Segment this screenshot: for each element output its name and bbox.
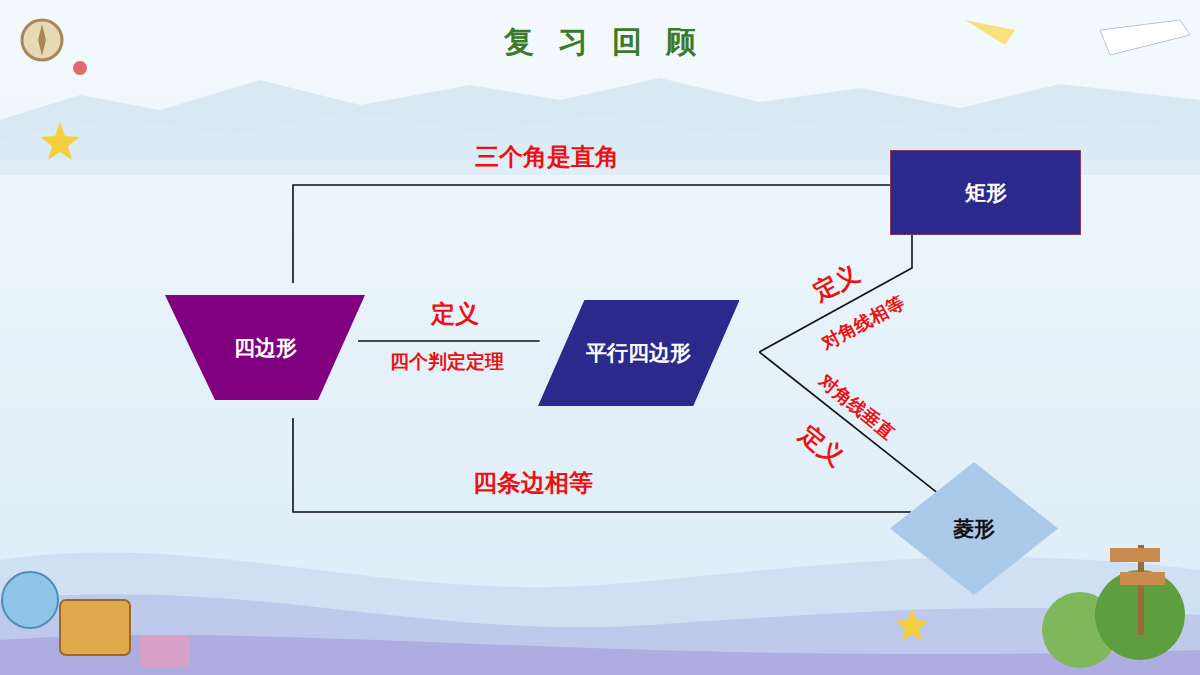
node-shape	[538, 300, 740, 406]
node-label: 菱形	[953, 515, 995, 543]
star	[40, 122, 80, 160]
rectangle-box: 矩形	[890, 150, 1081, 235]
node-outline	[165, 295, 365, 400]
node-outline	[890, 462, 1058, 595]
slide-title: 复习回顾	[0, 22, 1200, 63]
connector-line	[293, 185, 890, 283]
connector-line	[358, 340, 540, 342]
edge-label: 对角线相等	[818, 291, 909, 355]
signpost	[1120, 572, 1165, 585]
wave	[0, 635, 1200, 675]
connector-line	[293, 418, 911, 512]
camera	[140, 635, 190, 667]
airplane	[1100, 20, 1190, 55]
edge-label: 定义	[431, 298, 479, 330]
node-outline	[538, 300, 740, 406]
condition-label: 定义	[793, 418, 850, 473]
node-outline	[890, 150, 1081, 235]
edge-label: 四条边相等	[473, 467, 593, 499]
node-label: 矩形	[965, 179, 1007, 207]
map-pin	[73, 61, 87, 75]
node-label: 四边形	[234, 334, 297, 362]
suitcase	[60, 600, 130, 655]
trapezoid-box: 四边形	[165, 295, 365, 400]
node-shape	[890, 462, 1058, 595]
compass-needle	[38, 24, 46, 56]
node-shape	[890, 150, 1081, 235]
ribbon	[965, 20, 1015, 45]
condition-label: 定义	[807, 257, 864, 308]
mountains	[0, 112, 1200, 175]
edge-label: 对角线垂直	[814, 369, 899, 444]
globe	[2, 572, 58, 628]
compass	[22, 20, 62, 60]
connector-line	[759, 235, 912, 352]
edge-label: 三个角是直角	[475, 141, 619, 173]
wave	[0, 552, 1200, 675]
wave	[0, 594, 1200, 675]
signpost	[1110, 548, 1160, 562]
connector-line	[759, 352, 936, 492]
star	[895, 608, 929, 641]
node-shape	[165, 295, 365, 400]
parallelogram-box: 平行四边形	[538, 300, 740, 406]
rhombus-diamond: 菱形	[890, 462, 1058, 595]
condition-label: 四个判定定理	[390, 349, 504, 375]
node-label: 平行四边形	[586, 339, 691, 367]
